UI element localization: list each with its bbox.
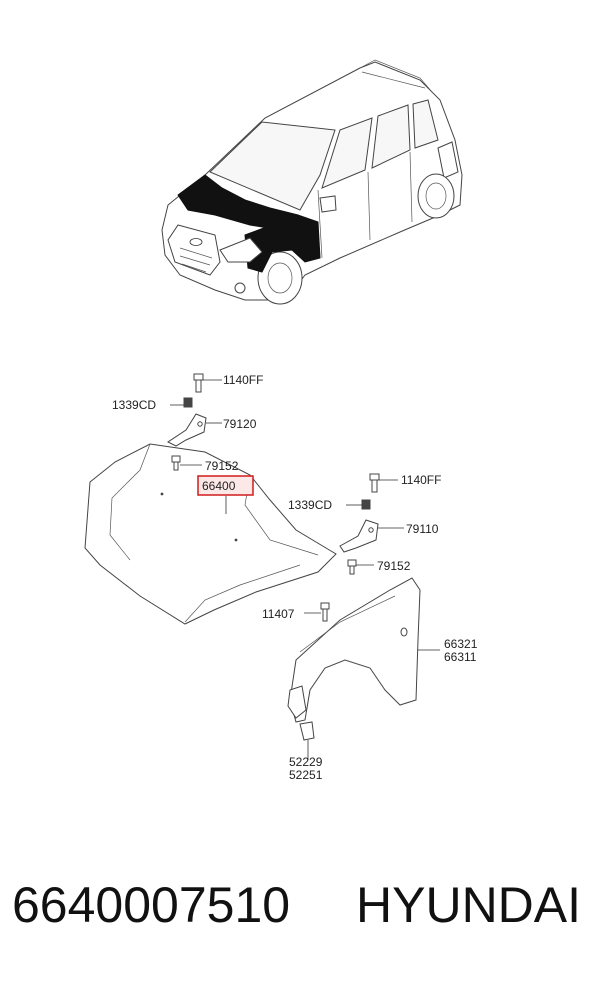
callout-52251: 52251 [289,768,323,782]
product-caption: 6640007510 HYUNDAI [0,876,600,946]
part-number: 6640007510 [12,877,291,933]
exploded-view-svg: 1140FF 1339CD 79120 79152 66400 1140FF 1… [84,59,478,782]
callout-79152-upper: 79152 [205,459,239,473]
fender-panel [287,577,421,741]
hood-callout-box [197,475,254,496]
callout-52229: 52229 [289,755,323,769]
callout-66400: 66400 [202,479,236,493]
fender-highlight [244,214,321,273]
callout-66321: 66321 [444,637,478,651]
callout-labels: 1140FF 1339CD 79120 79152 66400 1140FF 1… [112,373,478,782]
callout-1339cd-lower: 1339CD [288,498,332,512]
callout-79110: 79110 [406,522,439,536]
leader-lines [170,379,440,760]
car-illustration [161,59,463,305]
lower-hinge-group [339,473,380,575]
callout-11407: 11407 [262,607,295,621]
callout-1140ff-lower: 1140FF [401,473,441,487]
callout-79120: 79120 [223,417,257,431]
callout-1339cd-upper: 1339CD [112,398,156,412]
callout-66311: 66311 [444,650,477,664]
callout-79152-lower: 79152 [377,559,411,573]
callout-1140ff-upper: 1140FF [223,373,263,387]
brand-name: HYUNDAI [356,877,582,933]
upper-hinge-group [167,373,207,471]
